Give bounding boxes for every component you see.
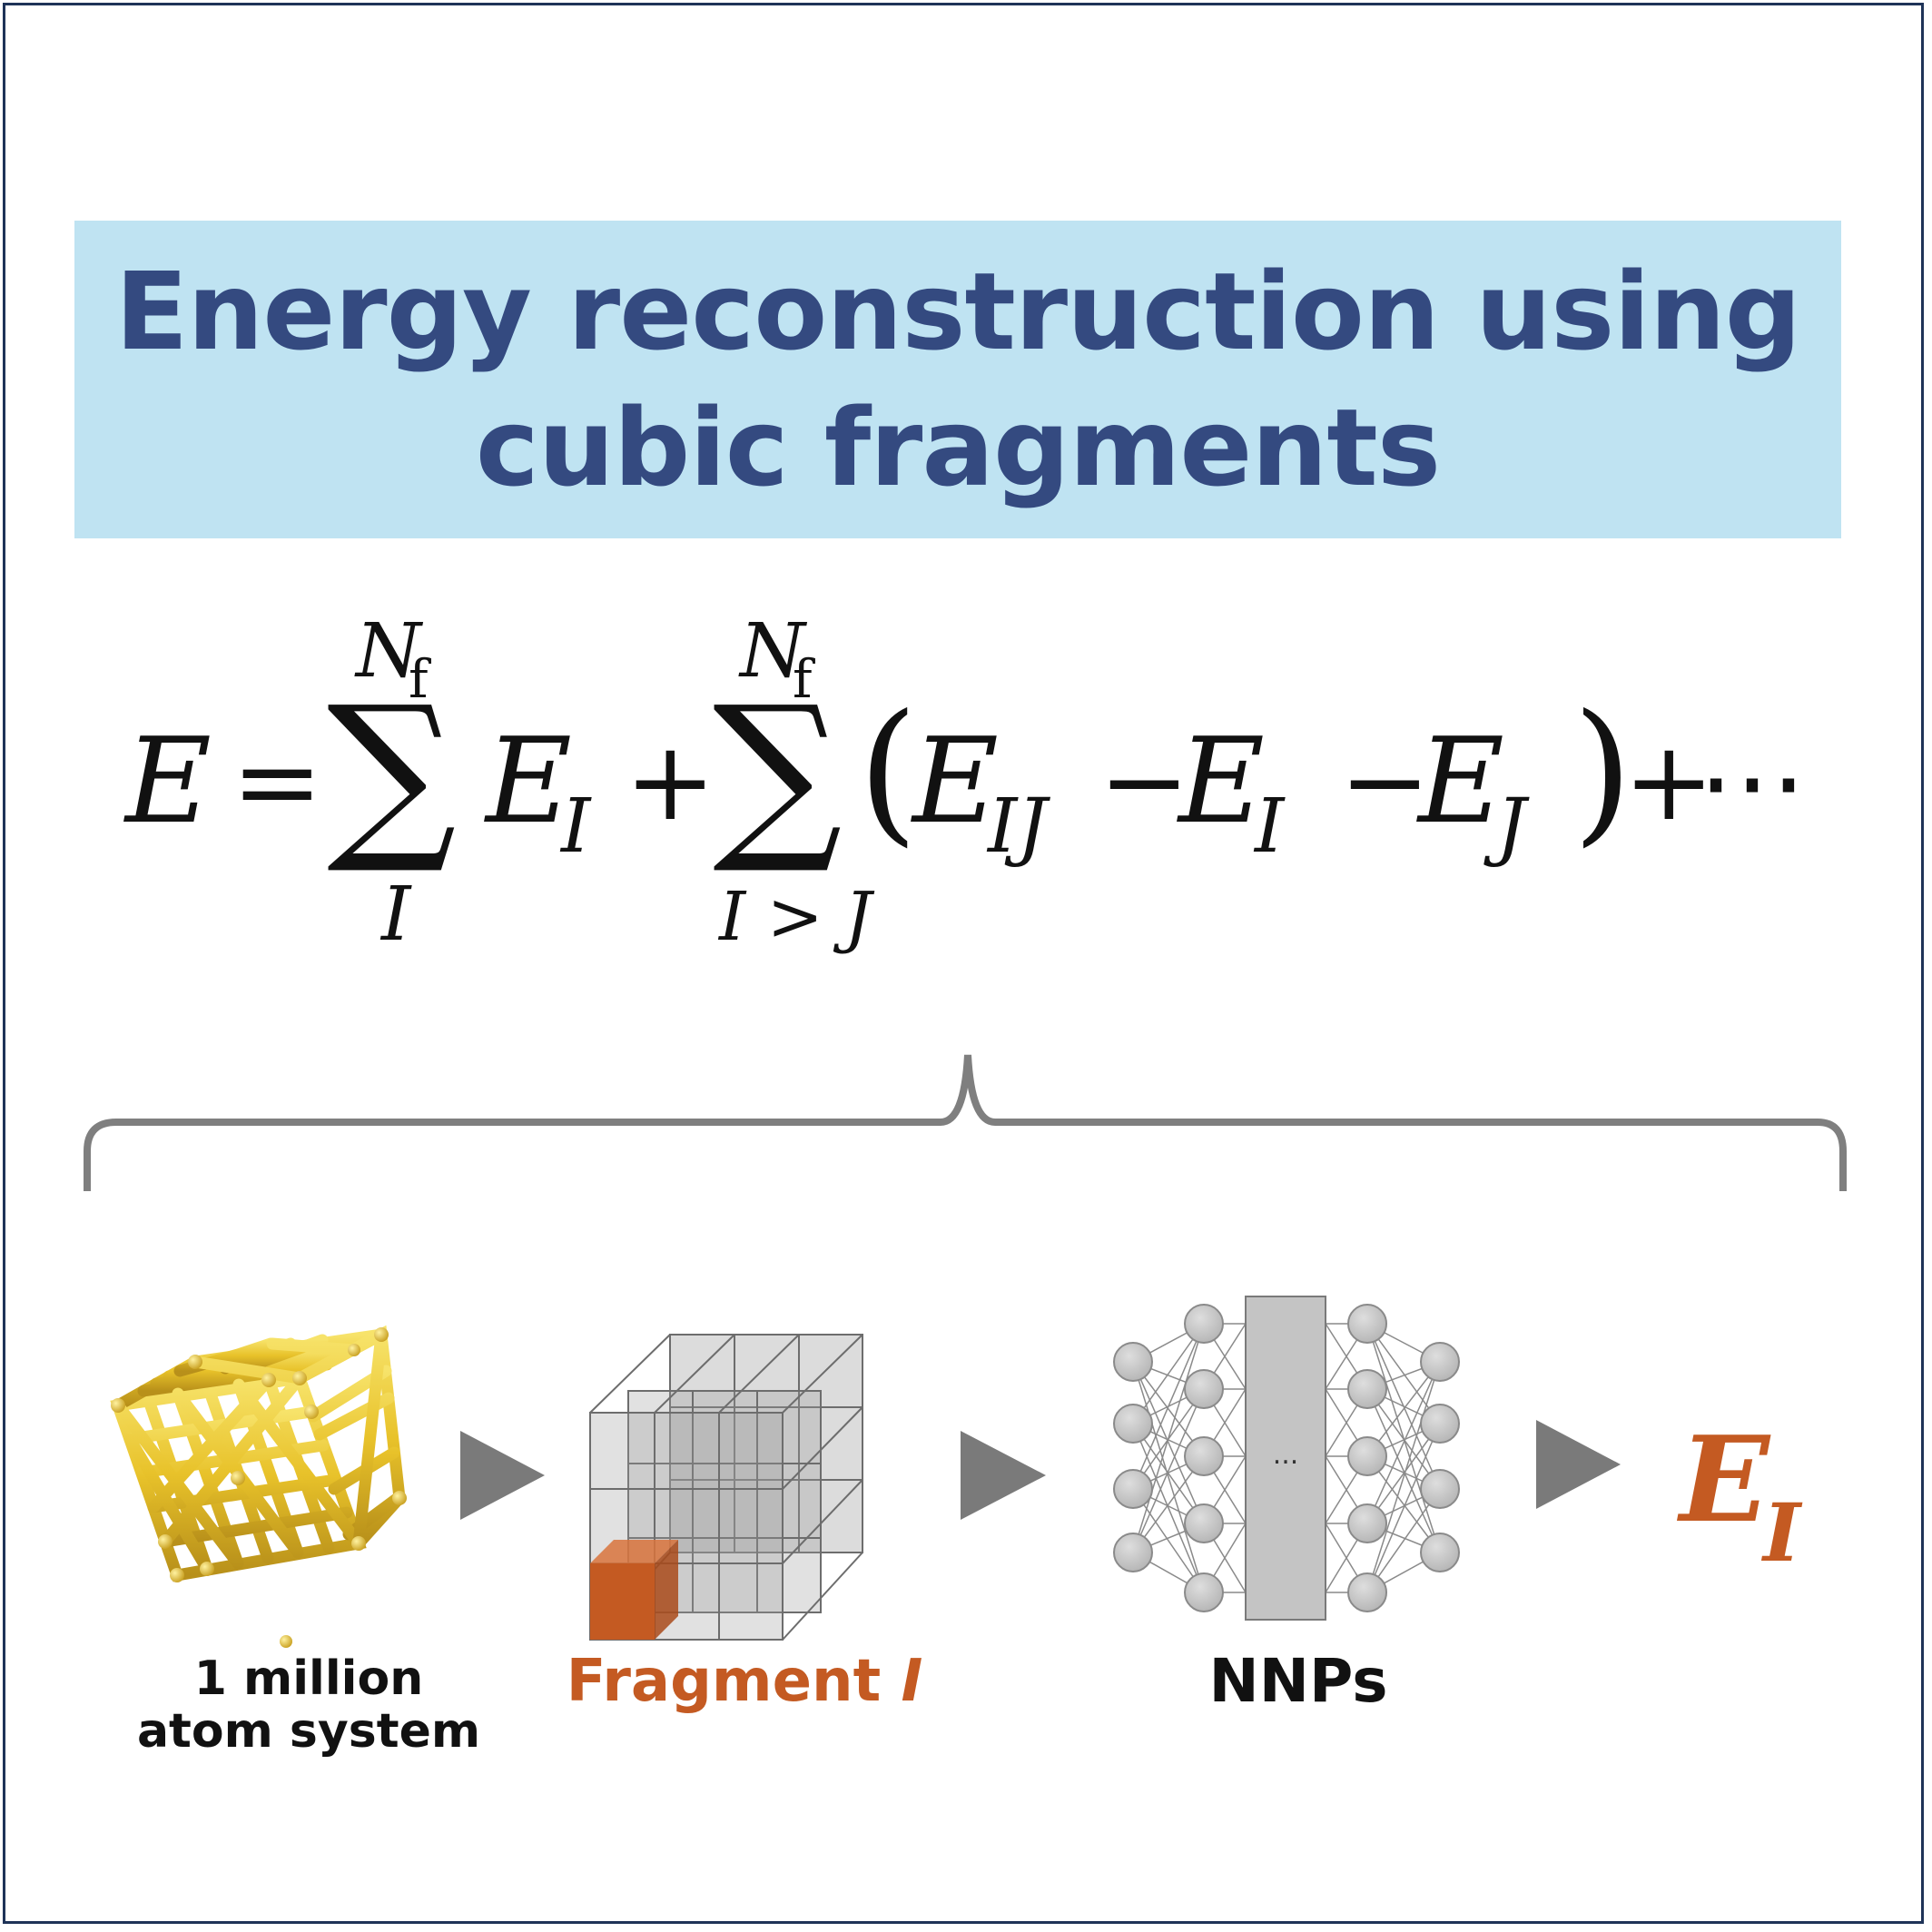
title-line-1: Energy reconstruction using xyxy=(114,249,1802,374)
fragment-label: Fragment I xyxy=(545,1645,944,1718)
sum1-upper-sub: f xyxy=(409,648,431,710)
nn-hidden-node xyxy=(1184,1304,1224,1344)
nn-hidden-node xyxy=(1347,1572,1387,1612)
curly-brace xyxy=(84,1054,1847,1191)
eq-equals: = xyxy=(232,719,323,845)
term3-base: E xyxy=(1177,712,1265,850)
fragment-energy-output: E I xyxy=(1680,1410,1843,1581)
energy-equation: E = N f ∑ I E I + N f ∑ I > J ( E IJ − E… xyxy=(123,617,1807,958)
atom-lattice-image xyxy=(110,1325,406,1582)
sum1-lower: I xyxy=(380,872,412,958)
nn-hidden-node xyxy=(1184,1436,1224,1476)
output-energy-sub: I xyxy=(1763,1485,1801,1580)
term4-base: E xyxy=(1416,712,1504,850)
output-energy-base: E xyxy=(1680,1410,1770,1549)
hidden-layers-dots: ... xyxy=(1273,1439,1299,1471)
atom-nodes xyxy=(111,1327,407,1648)
sum1-upper: N xyxy=(354,617,424,695)
fragment-cube-image xyxy=(589,1334,863,1641)
neural-network-image: ... xyxy=(1113,1296,1460,1621)
eq-ellipsis: ⋯ xyxy=(1698,719,1807,845)
nn-output-node xyxy=(1420,1342,1460,1382)
term2-base: E xyxy=(911,712,999,850)
eq-minus-2: − xyxy=(1339,719,1431,845)
atom-system-line-2: atom system xyxy=(136,1704,481,1759)
title-line-2: cubic fragments xyxy=(475,385,1441,510)
title-banner: Energy reconstruction using cubic fragme… xyxy=(74,221,1841,538)
hidden-layers-box xyxy=(1245,1296,1326,1621)
eq-minus-1: − xyxy=(1099,719,1190,845)
eq-open-paren: ( xyxy=(858,682,918,862)
nn-input-node xyxy=(1113,1342,1153,1382)
nn-hidden-node xyxy=(1184,1503,1224,1543)
fragment-i-highlight xyxy=(590,1563,655,1640)
sum2-upper: N xyxy=(738,617,808,695)
eq-lhs: E xyxy=(123,712,212,850)
eq-plus-2: + xyxy=(1623,719,1715,845)
nn-hidden-node xyxy=(1347,1369,1387,1409)
fragment-label-italic: I xyxy=(901,1648,923,1715)
nnps-label: NNPs xyxy=(1208,1646,1388,1716)
nn-hidden-node xyxy=(1184,1572,1224,1612)
nn-input-node xyxy=(1113,1533,1153,1572)
figure-frame xyxy=(3,3,1924,1924)
sum1-symbol: ∑ xyxy=(327,667,457,879)
nn-hidden-node xyxy=(1347,1304,1387,1344)
nn-output-node xyxy=(1420,1533,1460,1572)
eq-plus-1: + xyxy=(625,719,716,845)
atom-system-line-1: 1 million xyxy=(193,1651,424,1706)
term3-sub: I xyxy=(1253,784,1286,870)
sum2-lower: I > J xyxy=(717,878,875,956)
sum2-upper-sub: f xyxy=(793,648,815,710)
nn-hidden-node xyxy=(1184,1369,1224,1409)
eq-close-paren: ) xyxy=(1572,682,1632,862)
arrow-3 xyxy=(1536,1420,1621,1509)
arrow-2 xyxy=(961,1431,1046,1520)
term2-sub: IJ xyxy=(986,784,1050,870)
nn-output-node xyxy=(1420,1469,1460,1509)
nn-output-node xyxy=(1420,1404,1460,1444)
term1-base: E xyxy=(484,712,572,850)
term1-sub: I xyxy=(559,784,592,870)
atom-system-label: 1 million atom system xyxy=(118,1652,499,1758)
arrow-1 xyxy=(460,1431,545,1520)
sum2-symbol: ∑ xyxy=(713,667,843,879)
fragment-label-text: Fragment xyxy=(566,1648,902,1715)
nn-input-node xyxy=(1113,1469,1153,1509)
nn-hidden-node xyxy=(1347,1503,1387,1543)
nn-input-node xyxy=(1113,1404,1153,1444)
nn-hidden-node xyxy=(1347,1436,1387,1476)
